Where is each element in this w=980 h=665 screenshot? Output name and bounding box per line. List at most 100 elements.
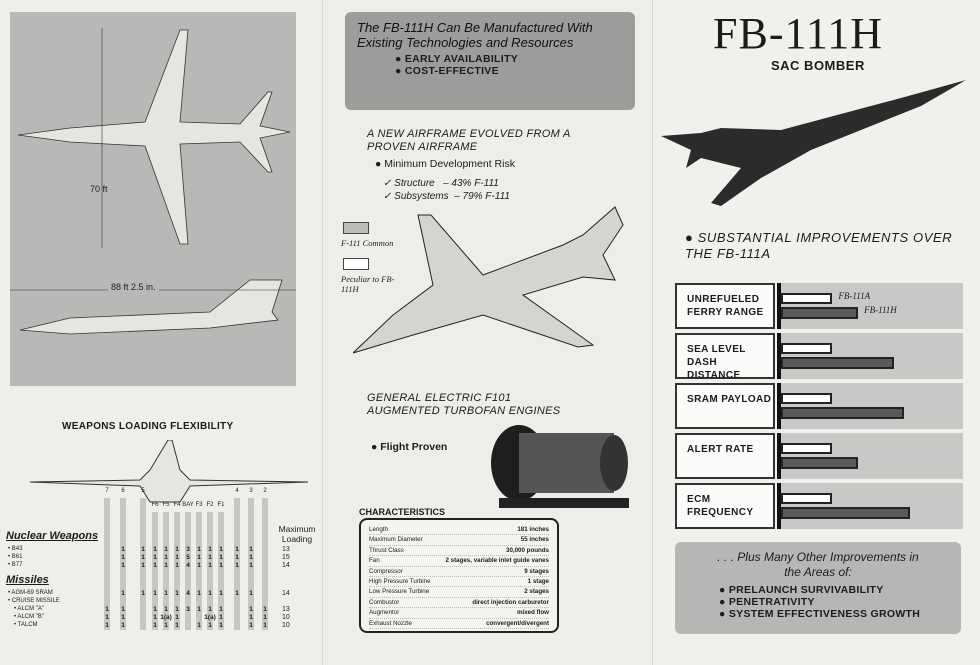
loading-cell: 1: [249, 546, 253, 553]
loading-cell: 1: [164, 554, 168, 561]
loading-cell: 1: [141, 562, 145, 569]
characteristic-name: Thrust Class: [369, 546, 404, 554]
loading-cell: 1: [197, 590, 201, 597]
loading-cell: 1: [175, 562, 179, 569]
loading-cell: 1: [141, 590, 145, 597]
loading-cell: 1: [141, 546, 145, 553]
station-label: F3: [195, 502, 203, 508]
airframe-title: A NEW AIRFRAME EVOLVED FROM A PROVEN AIR…: [367, 128, 571, 153]
loading-cell: 3: [186, 546, 190, 553]
improvement-bullet: ● PRELAUNCH SURVIVABILITY: [719, 584, 884, 596]
loading-cell: 1: [235, 590, 239, 597]
loading-cell: 1: [208, 606, 212, 613]
loading-cell: 1: [235, 546, 239, 553]
characteristic-value: 9 stages: [524, 567, 549, 575]
weapon-row-label: • B61: [8, 554, 23, 560]
loading-cell: 1: [208, 622, 212, 629]
left-panel: 70 ft 88 ft 2.5 in. WEAPONS LOADING FLEX…: [0, 0, 322, 665]
max-loading-value: 13: [282, 606, 290, 613]
loading-cell: 1: [235, 554, 239, 561]
weapons-loading-title: WEAPONS LOADING FLEXIBILITY: [62, 421, 234, 432]
bar-row: SRAM PAYLOAD: [675, 383, 965, 429]
station-label: F1: [217, 502, 225, 508]
bar-area: [777, 483, 963, 529]
characteristic-value: 30,000 pounds: [506, 546, 549, 554]
loading-cell: 5: [186, 554, 190, 561]
loading-cell: 1: [208, 590, 212, 597]
characteristic-name: Exhaust Nozzle: [369, 619, 412, 627]
loading-cell: 1: [208, 562, 212, 569]
characteristic-name: Length: [369, 526, 388, 533]
structure-stat: ✓ Structure – 43% F-111: [383, 178, 499, 189]
bar-category-label: UNREFUELED FERRY RANGE: [675, 283, 775, 329]
legend-peculiar: Peculiar to FB-111H: [341, 274, 395, 294]
span-dimension: 88 ft 2.5 in.: [108, 282, 159, 292]
loading-cell: 1: [175, 590, 179, 597]
characteristic-name: High Pressure Turbine: [369, 578, 431, 586]
weapon-row-label: • ALCM "A": [14, 606, 45, 612]
max-loading-value: 10: [282, 614, 290, 621]
bar-fb111h: [781, 407, 905, 419]
bar-row: ECM FREQUENCY: [675, 483, 965, 529]
improvement-bullet: ● PENETRATIVITY: [719, 596, 815, 608]
loading-cell: 1: [249, 590, 253, 597]
station-label: 3: [249, 488, 253, 494]
peculiar-swatch: [343, 258, 369, 270]
loading-cell: 1: [164, 606, 168, 613]
characteristic-value: 181 inches: [517, 526, 549, 533]
bar-fb111a: [781, 343, 833, 354]
legend-fb111a: FB-111A: [838, 291, 871, 301]
max-loading-value: 15: [282, 554, 290, 561]
loading-cell: 1: [105, 606, 109, 613]
station-column: [104, 498, 110, 630]
characteristic-name: Low Pressure Turbine: [369, 588, 430, 596]
other-improvements-box: . . . Plus Many Other Improvements in th…: [675, 542, 961, 634]
engine-bullet: ● Flight Proven: [371, 441, 448, 453]
loading-cell: 1: [263, 614, 267, 621]
callout-title: The FB-111H Can Be Manufactured With Exi…: [357, 20, 593, 50]
station-column: [248, 498, 254, 630]
aircraft-title: FB-111H: [713, 9, 883, 58]
loading-cell: 1: [197, 554, 201, 561]
characteristic-name: Combustor: [369, 598, 400, 606]
characteristic-value: 2 stages: [524, 588, 549, 596]
loading-cell: 1: [219, 554, 223, 561]
nuclear-weapons-heading: Nuclear Weapons: [6, 530, 99, 542]
station-label: 7: [105, 488, 109, 494]
loading-cell: 1: [121, 590, 125, 597]
loading-cell: 1: [175, 554, 179, 561]
max-loading-value: 10: [282, 622, 290, 629]
legend-fb111h: FB-111H: [864, 305, 897, 315]
characteristic-row: Low Pressure Turbine 2 stages: [369, 587, 549, 598]
loading-cell: 4: [186, 562, 190, 569]
weapon-row-label: • B77: [8, 562, 23, 568]
loading-cell: 1: [175, 546, 179, 553]
characteristic-value: direct injection carburetor: [472, 598, 549, 606]
loading-cell: 1: [153, 562, 157, 569]
loading-cell: 1: [153, 622, 157, 629]
station-label: 6: [121, 488, 125, 494]
loading-cell: 4: [186, 590, 190, 597]
bar-category-label: SRAM PAYLOAD: [675, 383, 775, 429]
station-column: [185, 512, 191, 630]
characteristic-name: Fan: [369, 557, 380, 565]
aircraft-drawings: 70 ft 88 ft 2.5 in.: [10, 12, 296, 386]
loading-cell: 1: [208, 546, 212, 553]
loading-cell: 1: [153, 554, 157, 561]
characteristic-name: Augmentor: [369, 609, 400, 617]
loading-cell: 1: [164, 590, 168, 597]
other-improvements-title: . . . Plus Many Other Improvements in th…: [717, 550, 919, 579]
loading-cell: 1: [197, 562, 201, 569]
loading-cell: 1: [249, 622, 253, 629]
max-loading-value: 14: [282, 562, 290, 569]
weapons-loading-table: Nuclear Weapons Missiles Maximum Loading…: [0, 488, 322, 638]
station-column: [152, 512, 158, 630]
bar-category-label: SEA LEVEL DASH DISTANCE: [675, 333, 775, 381]
callout-bullet: ● COST-EFFECTIVE: [395, 65, 499, 77]
aircraft-front-view: [30, 440, 309, 503]
middle-panel: The FB-111H Can Be Manufactured With Exi…: [322, 0, 652, 665]
loading-cell: 1: [153, 546, 157, 553]
